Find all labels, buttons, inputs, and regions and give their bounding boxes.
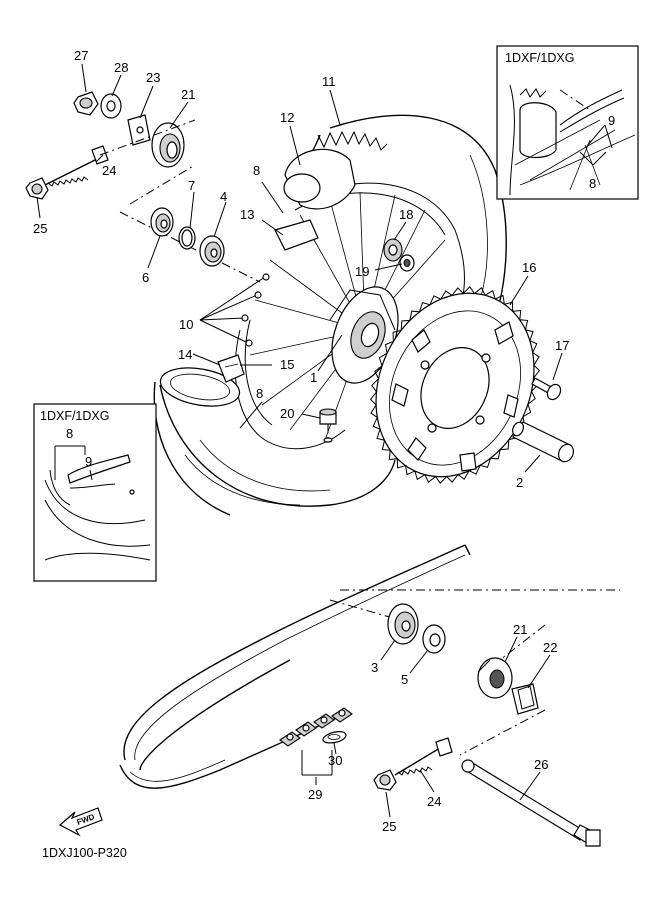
callout-21: 21 [181,87,195,102]
callout-6: 6 [142,270,149,285]
callout-26: 26 [534,757,548,772]
callout-20: 20 [280,406,294,421]
sprocket-bolt [531,377,562,401]
leader-lines [36,63,563,818]
callout-17: 17 [555,338,569,353]
valve-parts [383,238,415,272]
callout-3: 3 [371,660,378,675]
rim-nut [319,408,337,443]
spoke-leaders [199,273,270,347]
drive-chain [119,544,620,789]
callout-9-inset-right: 9 [608,113,615,128]
callout-8-lower: 8 [256,386,263,401]
callout-14: 14 [178,347,192,362]
callout-22: 22 [543,640,557,655]
callout-12: 12 [280,110,294,125]
callout-28: 28 [114,60,128,75]
callout-11: 11 [322,74,336,89]
callout-10: 10 [179,317,193,332]
lower-axle-parts [373,603,601,847]
callout-8-inset-left: 8 [66,426,73,441]
callout-labels: 1 2 3 4 5 6 7 8 8 8 8 9 9 10 11 12 13 14… [33,48,615,834]
callout-13: 13 [240,207,254,222]
callout-21-lower: 21 [513,622,527,637]
callout-9-inset-left: 9 [85,454,92,469]
drawing-code: 1DXJ100-P320 [42,846,127,860]
callout-24: 24 [102,163,116,178]
callout-30: 30 [328,753,342,768]
callout-1: 1 [310,370,317,385]
wheel-hub [329,286,399,384]
callout-4: 4 [220,189,227,204]
inset-title-left: 1DXF/1DXG [40,409,109,423]
forward-arrow-icon: FWD [58,807,103,837]
callout-18: 18 [399,207,413,222]
callout-25-lower: 25 [382,819,396,834]
inset-top-right [496,45,639,200]
inset-title-right: 1DXF/1DXG [505,51,574,65]
rear-sprocket [369,286,541,484]
rim-band [159,354,245,407]
callout-25: 25 [33,221,47,236]
callout-19: 19 [355,264,369,279]
callout-27: 27 [74,48,88,63]
collar [511,421,574,463]
callout-29: 29 [308,787,322,802]
callout-8: 8 [253,163,260,178]
callout-16: 16 [522,260,536,275]
callout-7: 7 [188,178,195,193]
callout-5: 5 [401,672,408,687]
inset-left [33,403,157,582]
upper-axle-parts [25,91,261,283]
rim-lock [274,148,356,251]
callout-23: 23 [146,70,160,85]
callout-15: 15 [280,357,294,372]
callout-2: 2 [516,475,523,490]
callout-8-inset-right: 8 [589,176,596,191]
callout-24-lower: 24 [427,794,441,809]
